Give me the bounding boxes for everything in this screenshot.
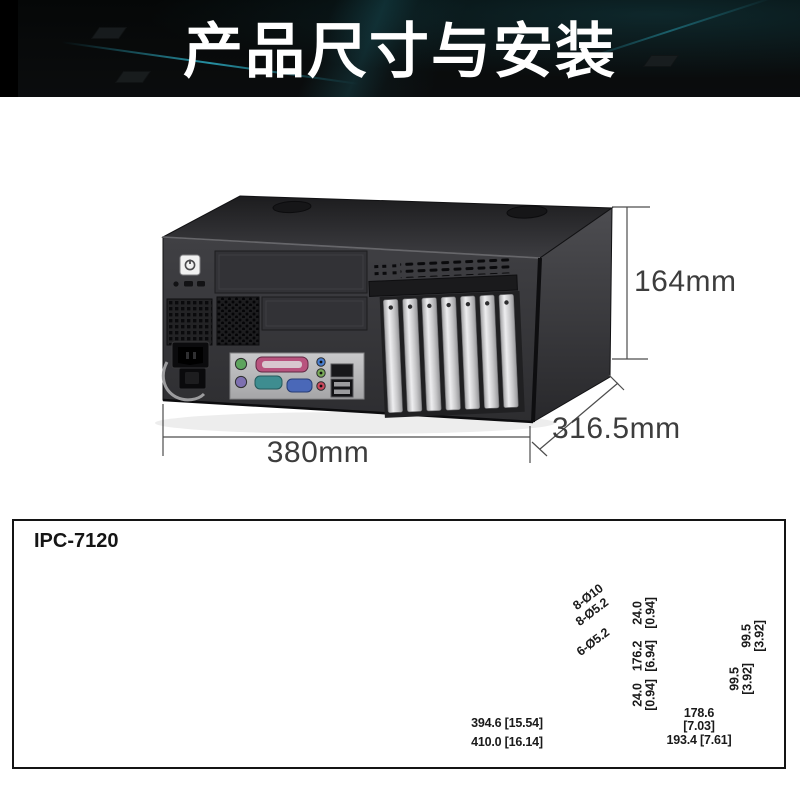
dim-inch: [3.92] [752, 620, 766, 652]
drive-bay-cover [261, 296, 368, 331]
ac-inlet-socket [178, 347, 203, 365]
rocker [185, 372, 199, 384]
ac-inlet-pin [193, 352, 196, 359]
depth-dimension-label: 316.5mm [552, 412, 681, 445]
header-banner: 产品尺寸与安装 [0, 0, 800, 97]
side-view-right-dim-bottom: 99.5 [3.92] [727, 663, 754, 695]
side-view-left-dim-bottom: 24.0 [0.94] [630, 679, 657, 711]
dim-mm: 24.0 [630, 601, 645, 625]
serial-port [254, 375, 283, 390]
model-label: IPC-7120 [34, 530, 119, 552]
cord-retention-clip [161, 361, 206, 402]
dim-mm: 24.0 [630, 683, 645, 707]
dim-mm: 99.5 [727, 667, 742, 691]
side-view-overall-dim: 193.4 [7.61] [666, 733, 732, 747]
slot-covers [383, 293, 519, 413]
jack-hole [319, 371, 323, 375]
usb-tongue [334, 382, 350, 387]
jack-hole [319, 384, 323, 388]
drive-bay-cover [214, 250, 368, 294]
top-handle-cutout [506, 205, 548, 219]
side-view-left-dim-top: 24.0 [0.94] [630, 597, 657, 629]
side-view-width-inch: [7.03] [683, 719, 715, 733]
chassis-photo [155, 195, 614, 434]
dim-inch: [0.94] [643, 679, 657, 711]
top-handle-cutout [272, 200, 312, 214]
dim-mm: 176.2 [630, 640, 645, 672]
slot-recess-bar [368, 274, 518, 297]
psu-vent-grille [166, 298, 213, 346]
bottom-view-inner-dim: 394.6 [15.54] [471, 716, 543, 730]
front-right-edge [531, 257, 542, 423]
drive-bay-cover-inner [265, 300, 364, 327]
drive-bay-cover-inner [218, 254, 364, 290]
dim-mm: 99.5 [739, 624, 754, 648]
photo-dimension-lines [162, 206, 650, 463]
side-view-left-dim-mid: 176.2 [6.94] [630, 640, 657, 672]
dim-inch: [0.94] [643, 597, 657, 629]
parallel-port-pins [262, 361, 302, 368]
vent-dashes [400, 257, 511, 279]
usb-ports [330, 378, 354, 398]
side-view-width-mm: 178.6 [683, 706, 715, 720]
front-bottom-edge [162, 398, 534, 424]
led-indicator [197, 281, 205, 287]
usb-tongue [334, 389, 350, 394]
honeycomb-vent [216, 296, 260, 346]
ps2-keyboard-port [234, 357, 248, 371]
vga-port [286, 378, 313, 393]
height-dimension-label: 164mm [634, 265, 737, 298]
led-indicator [173, 281, 179, 287]
dim-inch: [3.92] [740, 663, 754, 695]
front-top-edge-highlight [162, 236, 541, 259]
jack-hole [319, 360, 323, 364]
expansion-slot-section [368, 257, 525, 418]
dim-inch: [6.94] [643, 640, 657, 672]
led-indicator [184, 281, 193, 287]
bottom-view-outer-dim: 410.0 [16.14] [471, 735, 543, 749]
power-button [179, 254, 201, 276]
width-dimension-label: 380mm [266, 436, 370, 469]
ps2-mouse-port [234, 375, 248, 389]
side-view-right-dim-top: 99.5 [3.92] [739, 620, 766, 652]
ethernet-port [330, 363, 354, 378]
page-title: 产品尺寸与安装 [183, 17, 617, 85]
ac-inlet-pin [186, 352, 189, 359]
installation-diagram-box [12, 519, 786, 769]
